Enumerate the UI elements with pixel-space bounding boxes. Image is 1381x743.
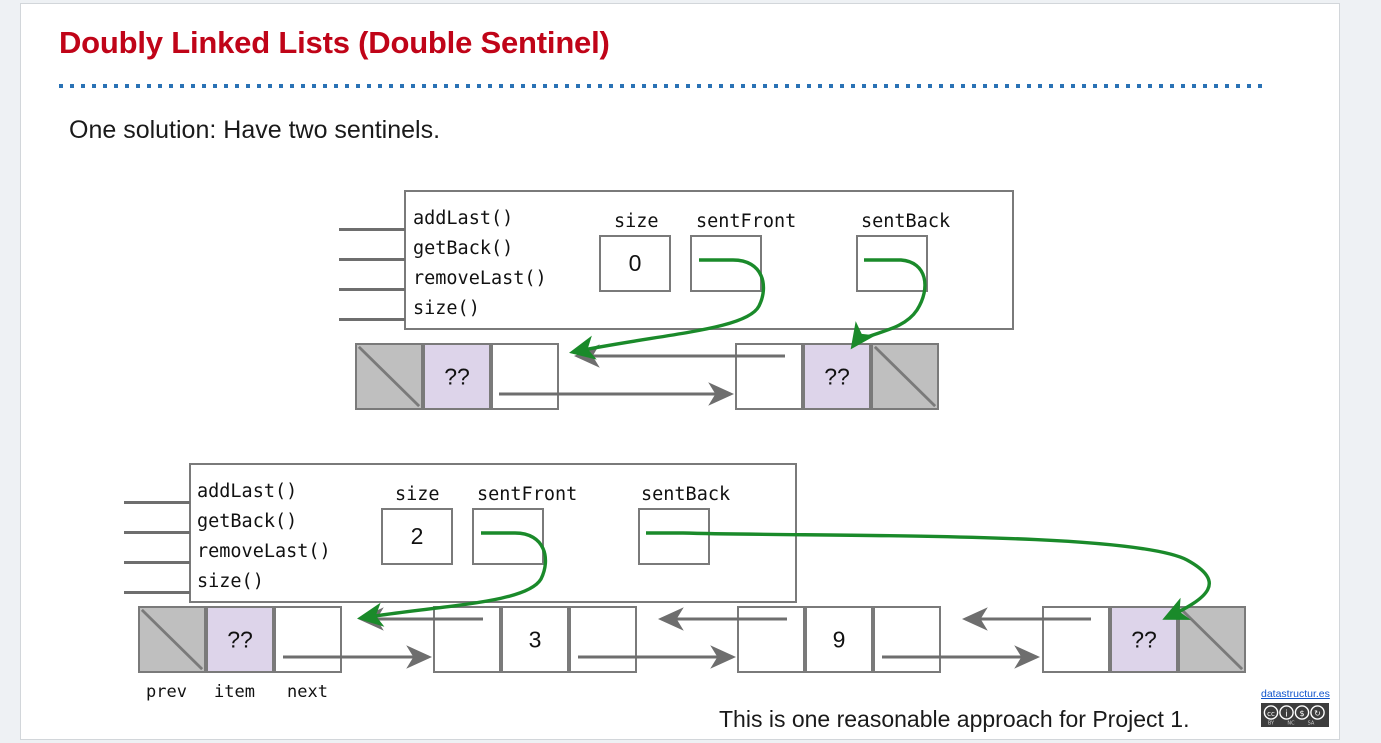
node1-item-value: ??: [444, 363, 470, 389]
slide-caption: This is one reasonable approach for Proj…: [719, 706, 1190, 732]
field-name-sentfront: sentFront: [696, 211, 797, 232]
field2-box-sentfront: [472, 508, 544, 565]
bnode1-item: ??: [206, 606, 274, 673]
attribution-link[interactable]: datastructur.es: [1261, 688, 1330, 700]
cell-caption-prev: prev: [146, 682, 187, 702]
bnode3-item: 9: [805, 606, 873, 673]
method-stub-7: [124, 591, 190, 594]
field-box-sentback: [856, 235, 928, 292]
bnode3-item-value: 9: [832, 626, 846, 652]
null-slash-icon: [357, 345, 421, 408]
field2-box-sentback: [638, 508, 710, 565]
bnode4-next-null: [1178, 606, 1246, 673]
slide-subtitle: One solution: Have two sentinels.: [69, 116, 441, 144]
bnode3-next: [873, 606, 941, 673]
page-title: Doubly Linked Lists (Double Sentinel): [59, 25, 610, 60]
bnode3-prev: [737, 606, 805, 673]
cell-caption-item: item: [214, 682, 255, 702]
bnode1-next: [274, 606, 342, 673]
node1-prev-null: [355, 343, 423, 410]
method-label-getback: getBack(): [413, 238, 514, 259]
method-label-size: size(): [413, 298, 480, 319]
svg-text:↻: ↻: [1314, 709, 1321, 718]
field2-name-size: size: [395, 484, 440, 505]
svg-text:NC: NC: [1287, 721, 1295, 727]
bnode4-prev: [1042, 606, 1110, 673]
cc-by-nc-sa-icon[interactable]: cc i $ ↻ BY NC SA: [1261, 703, 1329, 727]
field-name-sentback: sentBack: [861, 211, 951, 232]
node1-item: ??: [423, 343, 491, 410]
node2-item: ??: [803, 343, 871, 410]
method2-label-getback: getBack(): [197, 511, 298, 532]
method-label-removelast: removeLast(): [413, 268, 547, 289]
field-box-sentfront: [690, 235, 762, 292]
method-stub-1: [339, 258, 405, 261]
field2-name-sentfront: sentFront: [477, 484, 578, 505]
method-stub-0: [339, 228, 405, 231]
field2-name-sentback: sentBack: [641, 484, 731, 505]
slide-canvas: Doubly Linked Lists (Double Sentinel) On…: [20, 3, 1340, 740]
node1-next: [491, 343, 559, 410]
bnode2-next: [569, 606, 637, 673]
method-stub-2: [339, 288, 405, 291]
method2-label-size: size(): [197, 571, 264, 592]
null-slash-icon: [1180, 608, 1244, 671]
bnode2-prev: [433, 606, 501, 673]
bnode2-item: 3: [501, 606, 569, 673]
node2-prev: [735, 343, 803, 410]
title-divider: [59, 84, 1267, 88]
svg-text:i: i: [1285, 710, 1288, 720]
field2-value-size: 2: [410, 523, 424, 549]
method-stub-3: [339, 318, 405, 321]
node2-item-value: ??: [824, 363, 850, 389]
method-stub-6: [124, 561, 190, 564]
svg-text:SA: SA: [1308, 721, 1315, 727]
method-stub-4: [124, 501, 190, 504]
bnode1-prev-null: [138, 606, 206, 673]
svg-text:cc: cc: [1267, 710, 1275, 718]
svg-text:$: $: [1299, 709, 1304, 718]
bnode2-item-value: 3: [528, 626, 542, 652]
method2-label-removelast: removeLast(): [197, 541, 331, 562]
field-value-size: 0: [628, 250, 642, 276]
svg-text:BY: BY: [1268, 721, 1275, 727]
null-slash-icon: [140, 608, 204, 671]
field-name-size: size: [614, 211, 659, 232]
null-slash-icon: [873, 345, 937, 408]
method-stub-5: [124, 531, 190, 534]
method-label-addlast: addLast(): [413, 208, 514, 229]
bnode4-item: ??: [1110, 606, 1178, 673]
bnode1-item-value: ??: [227, 626, 253, 652]
cell-caption-next: next: [287, 682, 328, 702]
method2-label-addlast: addLast(): [197, 481, 298, 502]
bnode4-item-value: ??: [1131, 626, 1157, 652]
node2-next-null: [871, 343, 939, 410]
